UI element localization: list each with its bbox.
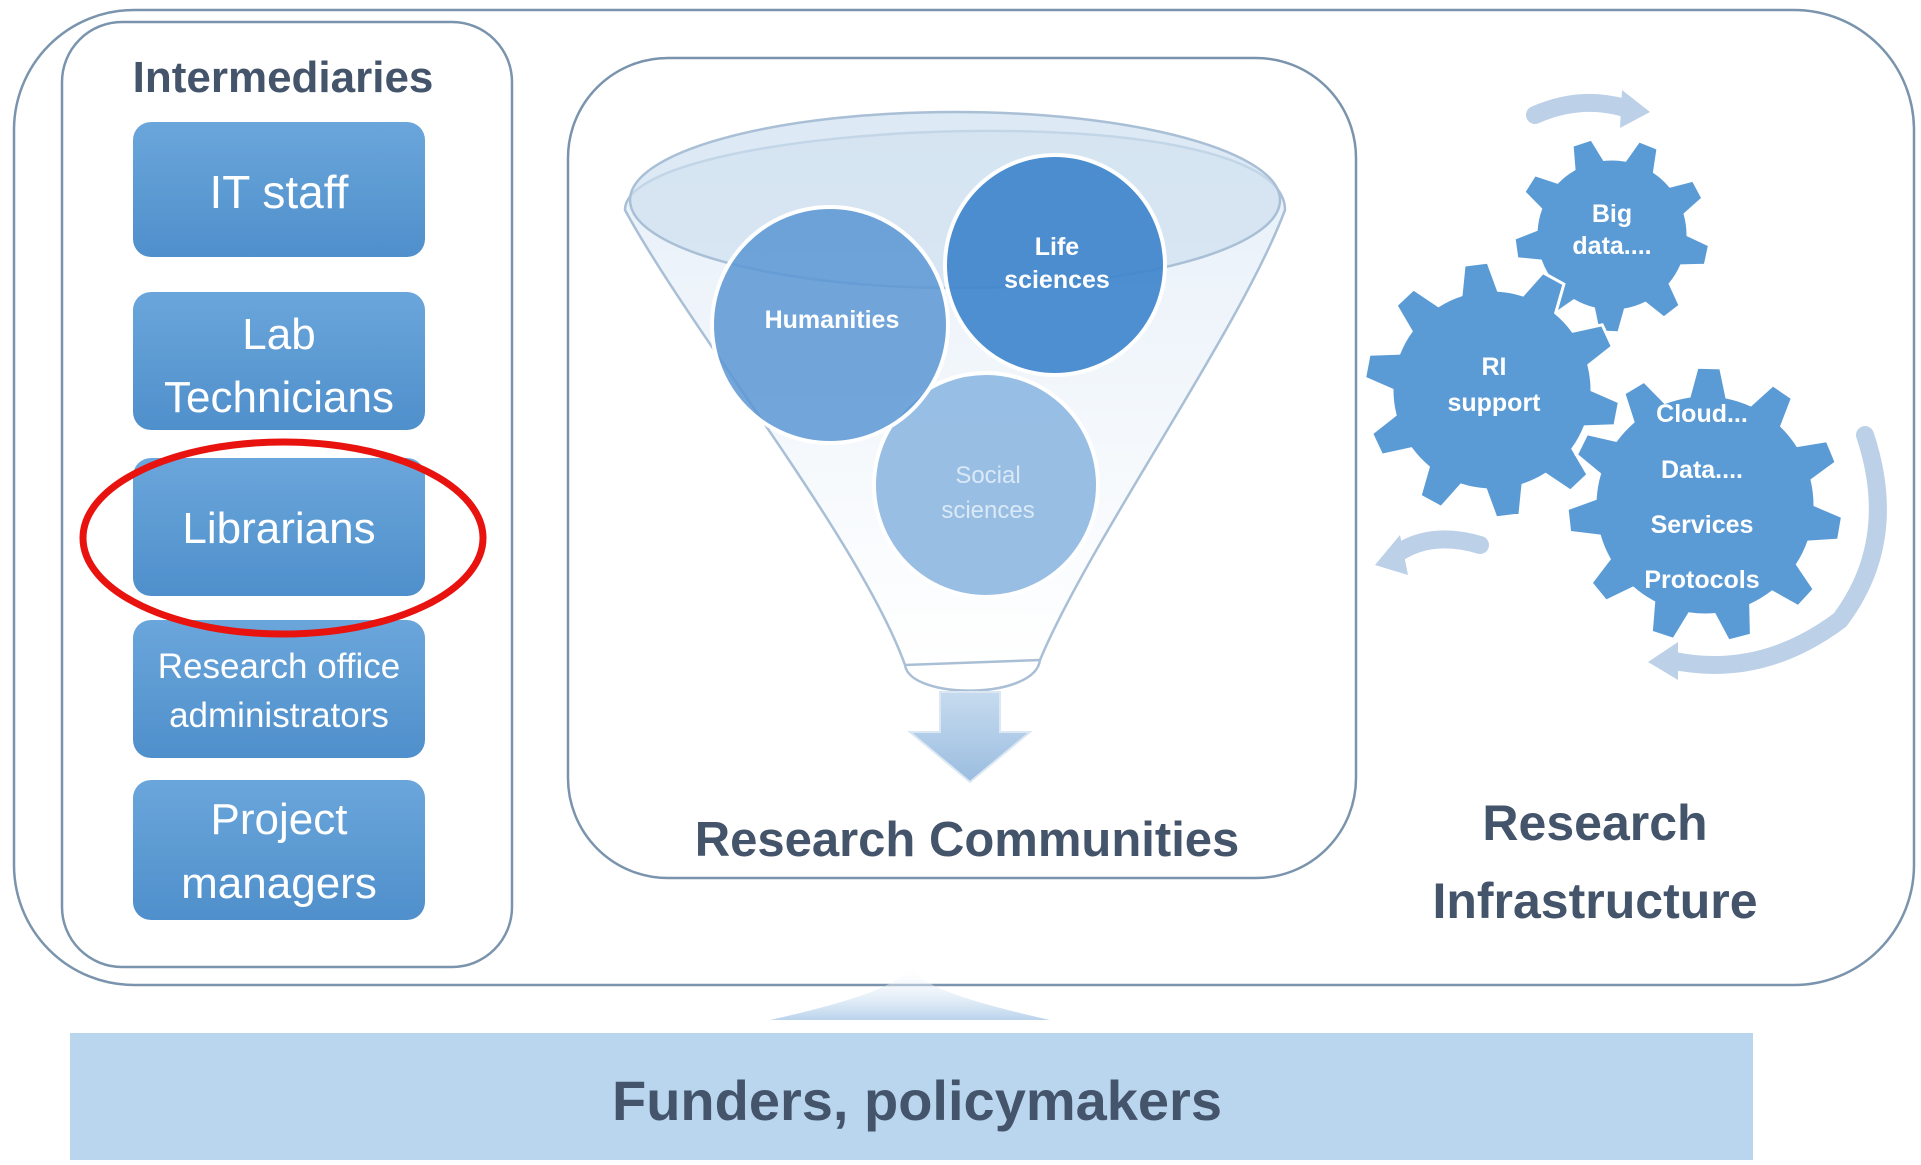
gear-label: Data.... [1661,456,1743,484]
circle-humanities[interactable]: Humanities [710,205,950,445]
intermediary-label: Technicians [164,373,394,422]
highlight-ellipse [79,438,487,638]
circle-social-sciences[interactable]: Social sciences [872,371,1100,599]
gear-cloud-data[interactable] [1565,365,1845,643]
infrastructure-title-line2: Infrastructure [1432,873,1757,929]
gear-label: Protocols [1644,566,1759,594]
intermediaries-title: Intermediaries [133,53,434,102]
circle-label: sciences [941,497,1034,524]
gear-label: Cloud... [1656,400,1748,428]
circle-label: Life [1035,233,1080,261]
up-arrow-icon [770,968,1050,1020]
gear-label: support [1447,389,1541,417]
circle-label: sciences [1004,266,1110,294]
circle-label: Social [955,462,1020,489]
intermediary-label: IT staff [210,166,349,218]
cycle-arrows [1375,90,1887,680]
funders-label: Funders, policymakers [612,1069,1222,1132]
circle-label: Humanities [765,306,900,334]
circle-life-sciences[interactable]: Life sciences [943,153,1167,377]
intermediary-label: Research office [158,647,401,686]
infrastructure-title-line1: Research [1482,795,1707,851]
gear-label: RI [1482,353,1507,381]
intermediary-box-librarians[interactable]: Librarians [133,458,425,596]
intermediary-box-lab-technicians[interactable]: Lab Technicians [133,292,425,430]
gear-label: Services [1651,511,1754,539]
intermediary-label: Librarians [182,504,375,553]
intermediary-box-project-managers[interactable]: Project managers [133,780,425,920]
intermediary-label: Project [211,795,348,844]
intermediary-box-research-office[interactable]: Research office administrators [133,620,425,758]
gear-label: Big [1592,200,1632,228]
funders-bar: Funders, policymakers [70,1033,1753,1160]
gear-ri-support[interactable] [1362,260,1622,520]
communities-title: Research Communities [695,813,1240,867]
intermediary-label: managers [181,859,377,908]
intermediary-box-it-staff[interactable]: IT staff [133,122,425,257]
intermediary-label: administrators [169,696,389,735]
intermediary-label: Lab [242,310,315,359]
gears-group [1362,137,1845,643]
gear-label: data.... [1572,232,1651,260]
down-arrow-icon [907,691,1033,784]
